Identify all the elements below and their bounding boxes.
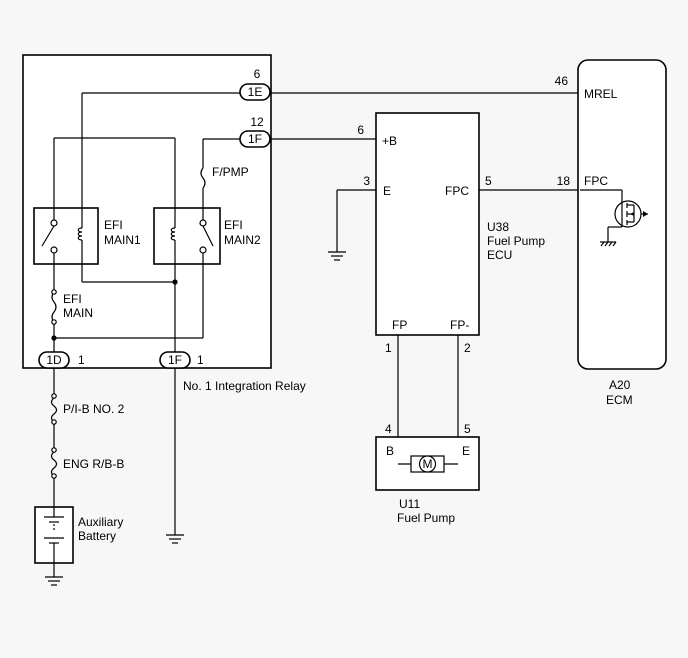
- pump-b-pin: 4: [385, 422, 392, 436]
- battery-icon: [44, 507, 64, 563]
- ecu-fpc-pin: 5: [485, 174, 492, 188]
- ecm-fpc-name: FPC: [584, 174, 608, 188]
- ecu-b-pin: 6: [357, 123, 364, 137]
- pib-fuse-icon: [50, 397, 58, 423]
- ground-icon: [328, 251, 346, 261]
- efi-main2-switch-icon: [202, 225, 214, 247]
- engrb-fuse-terminal: [51, 473, 57, 479]
- ecm-label: ECM: [606, 393, 633, 407]
- efi-main-fuse-icon: [51, 291, 57, 323]
- efi-main2-label-1: EFI: [224, 218, 243, 232]
- connector-1f-bottom-name: 1F: [168, 353, 182, 367]
- fpmp-fuse-label: F/PMP: [212, 165, 249, 179]
- ecu-label-2: ECU: [487, 248, 512, 262]
- fpmp-fuse-icon: [200, 167, 206, 189]
- junction-dot-main: [51, 335, 57, 341]
- pib-fuse-label: P/I-B NO. 2: [63, 402, 125, 416]
- connector-1e-pin: 6: [254, 67, 261, 81]
- pump-b-name: B: [386, 444, 394, 458]
- efi-main2-coil-icon: [170, 227, 176, 241]
- battery-label-2: Battery: [78, 529, 116, 543]
- efi-main-fuse-terminal: [51, 289, 57, 295]
- ecu-fpc-name: FPC: [445, 184, 469, 198]
- efi-main1-switch-icon: [41, 225, 55, 247]
- connector-1f-bottom-pin: 1: [197, 353, 204, 367]
- ecu-e-name: E: [383, 184, 391, 198]
- efi-main1-contact-bottom: [50, 246, 58, 254]
- pump-id: U11: [399, 497, 420, 511]
- ecu-fpm-name: FP-: [450, 318, 469, 332]
- motor-icon: [410, 455, 445, 473]
- engrb-fuse-terminal: [51, 447, 57, 453]
- efi-main1-label-2: MAIN1: [104, 233, 141, 247]
- connector-1f-top: [239, 130, 271, 148]
- connector-1e-name: 1E: [248, 85, 263, 99]
- connector-1d-pin: 1: [78, 353, 85, 367]
- efi-main2-label-2: MAIN2: [224, 233, 261, 247]
- connector-1f-top-pin: 12: [250, 115, 264, 129]
- connector-1e: [239, 83, 271, 101]
- pump-e-pin: 5: [464, 422, 471, 436]
- pump-label: Fuel Pump: [397, 511, 455, 525]
- efi-main1-contact-top: [50, 219, 58, 227]
- efi-main2-contact-top: [199, 219, 207, 227]
- efi-main2-relay: [153, 207, 221, 265]
- ecu-fpm-pin: 2: [464, 341, 471, 355]
- efi-main1-coil-icon: [77, 227, 83, 241]
- ecm-mrel-pin: 46: [555, 74, 569, 88]
- ecm-id: A20: [609, 378, 631, 392]
- engrb-fuse-label: ENG R/B-B: [63, 457, 124, 471]
- efi-main-fuse-label-1: EFI: [63, 292, 82, 306]
- junction-dot-coil: [172, 279, 178, 285]
- motor-letter: M: [423, 457, 433, 471]
- ecu-b-name: +B: [382, 134, 397, 148]
- integration-relay-label: No. 1 Integration Relay: [183, 379, 306, 393]
- ecm-fpc-pin: 18: [557, 174, 571, 188]
- ground-icon: [45, 576, 63, 586]
- connector-1f-top-name: 1F: [248, 132, 262, 146]
- ecu-e-pin: 3: [363, 174, 370, 188]
- engrb-fuse-icon: [50, 451, 58, 477]
- pib-fuse-terminal: [51, 393, 57, 399]
- pump-e-name: E: [462, 444, 470, 458]
- ecu-id: U38: [487, 220, 509, 234]
- ecu-label-1: Fuel Pump: [487, 234, 545, 248]
- ecm-mrel-name: MREL: [584, 87, 618, 101]
- fuel-pump-ecu: [375, 112, 480, 336]
- efi-main2-contact-bottom: [199, 246, 207, 254]
- efi-main1-label-1: EFI: [104, 218, 123, 232]
- efi-main1-relay: [33, 207, 99, 265]
- connector-1d-name: 1D: [46, 353, 62, 367]
- efi-main-fuse-label-2: MAIN: [63, 306, 93, 320]
- pib-fuse-terminal: [51, 419, 57, 425]
- battery-label-1: Auxiliary: [78, 515, 123, 529]
- ecu-fp-name: FP: [392, 318, 407, 332]
- ecu-fp-pin: 1: [385, 341, 392, 355]
- ground-icon: [166, 534, 184, 544]
- efi-main-fuse-terminal: [51, 319, 57, 325]
- mosfet-icon: [580, 189, 648, 247]
